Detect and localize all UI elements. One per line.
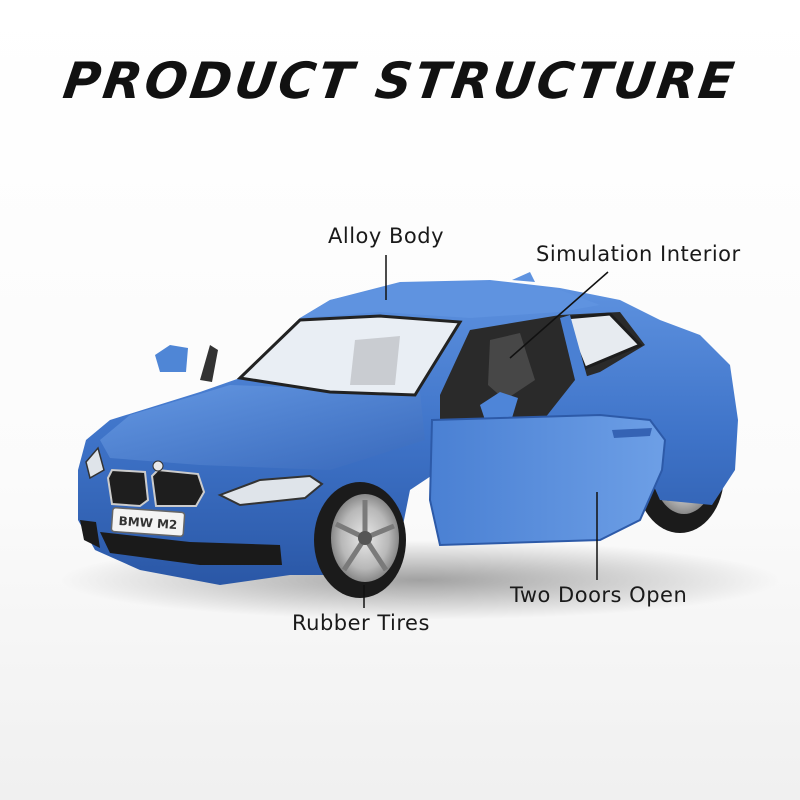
hood [100, 385, 425, 470]
far-mirror [155, 345, 188, 372]
spoiler [512, 272, 535, 282]
plate-text: BMW M2 [118, 514, 178, 532]
bmw-badge [152, 460, 164, 472]
callout-alloy-body: Alloy Body [328, 224, 444, 248]
callout-simulation-interior: Simulation Interior [536, 242, 741, 266]
windshield [236, 314, 463, 397]
headlight [217, 474, 324, 507]
interior-seat [488, 333, 535, 400]
door-handle [612, 428, 652, 438]
open-door [428, 413, 667, 547]
callout-rubber-tires: Rubber Tires [292, 611, 430, 635]
license-plate: BMW M2 [110, 506, 186, 538]
callout-two-doors-open: Two Doors Open [510, 583, 688, 607]
kidney-grille [106, 468, 206, 508]
leader-simulation-interior [509, 271, 609, 359]
roof [300, 282, 600, 318]
seat-hint [350, 336, 400, 385]
side-mirror [480, 392, 518, 420]
headlight-left [85, 446, 105, 480]
front-wheel [314, 482, 406, 598]
door-window-frame [560, 315, 588, 380]
far-door-edge [200, 345, 218, 382]
side-intake [80, 520, 100, 548]
bumper-intake [100, 532, 282, 565]
